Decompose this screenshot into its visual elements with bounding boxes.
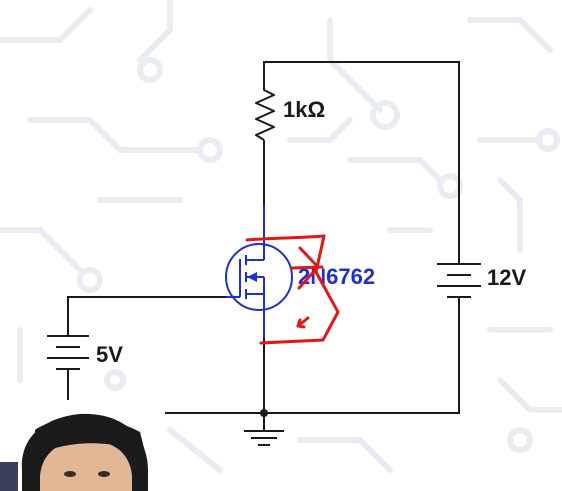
ground-symbol — [244, 430, 284, 446]
mosfet-arrow — [247, 272, 257, 282]
battery-12v-symbol — [437, 254, 481, 298]
resistor-label: 1kΩ — [283, 97, 325, 122]
presenter-webcam: presenter — [0, 400, 165, 491]
mosfet-symbol — [225, 205, 293, 338]
background-pattern — [0, 0, 562, 473]
battery-12v-label: 12V — [487, 265, 526, 290]
battery-5v-symbol — [47, 335, 89, 378]
battery-5v-label: 5V — [96, 342, 123, 367]
junction-node — [260, 409, 268, 417]
resistor-symbol — [255, 86, 275, 141]
red-annotation — [245, 234, 340, 345]
